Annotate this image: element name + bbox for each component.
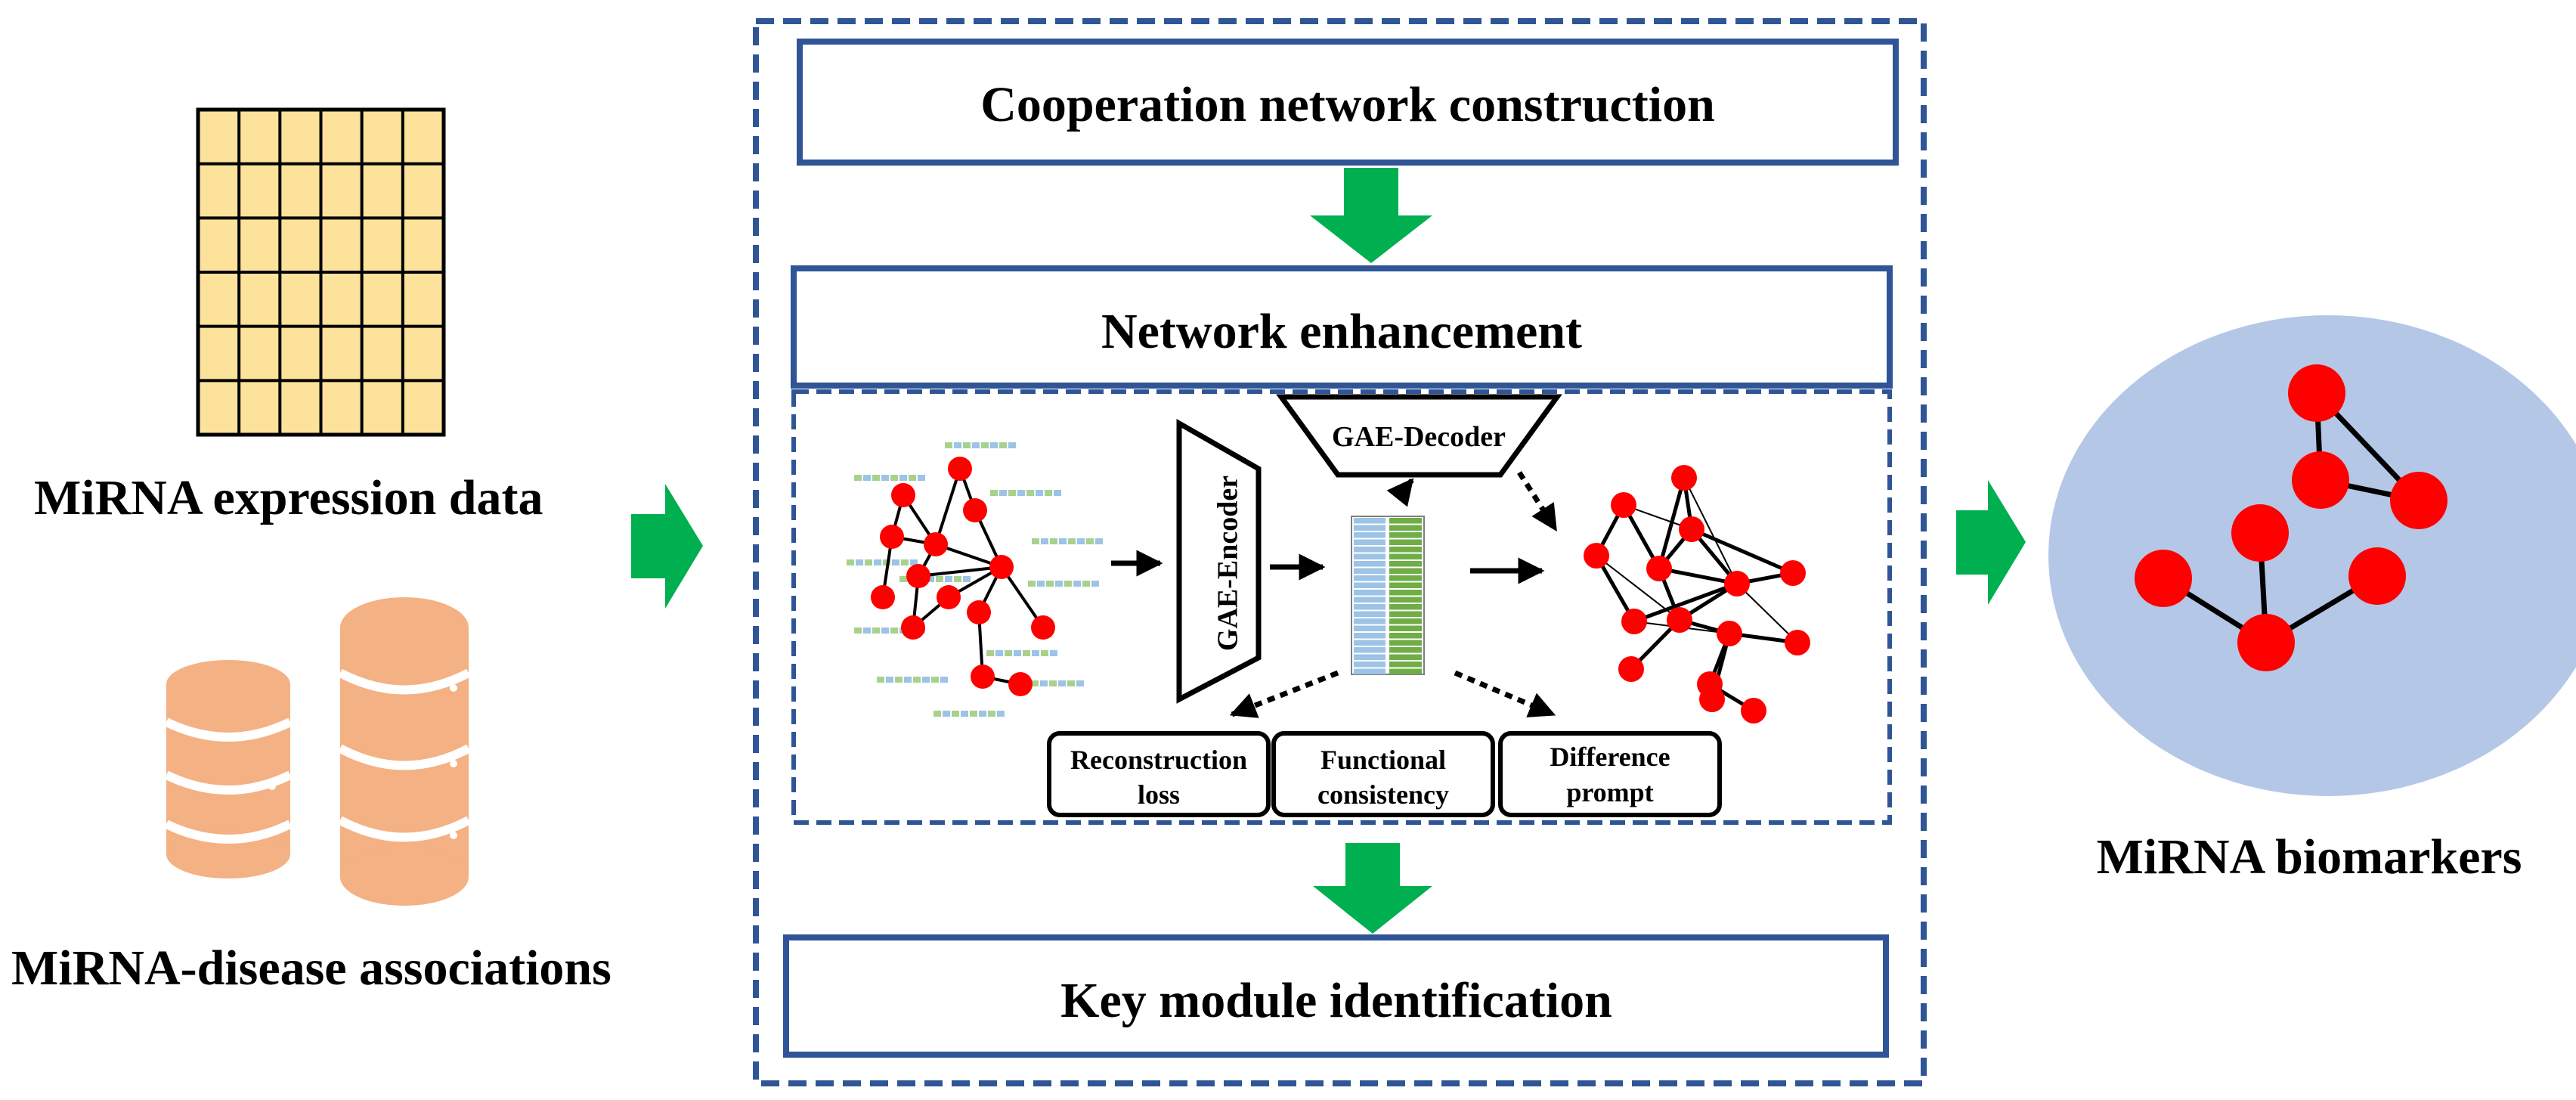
down-arrow-icon — [1310, 168, 1432, 263]
graph-node — [1724, 571, 1750, 596]
graph-node — [1780, 560, 1806, 586]
graph-node — [971, 665, 995, 689]
decoder-label: GAE-Decoder — [1332, 421, 1506, 453]
enhancement-detail-frame — [791, 389, 1892, 825]
graph-node — [891, 483, 915, 507]
functional-line2: consistency — [1317, 779, 1449, 810]
enhanced-graph-icon — [1584, 465, 1810, 724]
gae-encoder: GAE-Encoder — [1176, 418, 1262, 704]
graph-node — [2292, 451, 2349, 509]
graph-node — [1785, 630, 1810, 655]
reconstruction-line1: Reconstruction — [1070, 745, 1247, 775]
step3-label: Key module identification — [1060, 973, 1612, 1028]
difference-line1: Difference — [1550, 742, 1670, 772]
graph-node — [1611, 492, 1636, 518]
gae-decoder: GAE-Decoder — [1276, 394, 1562, 478]
expression-matrix-icon — [196, 107, 446, 437]
dotted-arrows — [1229, 471, 1558, 718]
graph-node — [2231, 504, 2289, 562]
graph-node — [1008, 672, 1033, 696]
graph-node — [1621, 609, 1647, 634]
reconstruction-line2: loss — [1138, 779, 1180, 810]
graph-node — [2348, 547, 2406, 605]
graph-node — [2288, 364, 2345, 422]
biomarker-module-icon — [2048, 315, 2576, 796]
input-arrow-icon — [631, 484, 703, 609]
biomarkers-label: MiRNA biomarkers — [2097, 829, 2522, 885]
graph-node — [1618, 656, 1644, 682]
graph-node — [967, 600, 991, 624]
graph-node — [2390, 472, 2448, 529]
graph-node — [937, 585, 961, 609]
graph-node — [1741, 698, 1766, 724]
step-key-module: Key module identification — [783, 934, 1889, 1058]
graph-node — [901, 615, 925, 640]
graph-node — [880, 525, 904, 549]
step2-label: Network enhancement — [1101, 304, 1582, 359]
graph-node — [1646, 556, 1672, 581]
input-graph-icon — [847, 442, 1103, 717]
graph-node — [948, 457, 972, 481]
difference-prompt-box: Difference prompt — [1498, 731, 1722, 817]
embedding-matrix-icon — [1351, 516, 1425, 675]
graph-node — [1679, 516, 1704, 542]
graph-node — [1584, 543, 1609, 569]
output-arrow-icon — [1956, 480, 2026, 605]
functional-consistency-box: Functional consistency — [1271, 731, 1495, 817]
down-arrow-icon-2 — [1313, 843, 1432, 934]
graph-node — [1717, 621, 1742, 646]
difference-line2: prompt — [1566, 777, 1653, 807]
graph-node — [1699, 686, 1725, 712]
graph-node — [1671, 465, 1697, 491]
reconstruction-loss-box: Reconstruction loss — [1047, 731, 1271, 817]
graph-node — [963, 498, 987, 522]
framework-outer-frame — [753, 18, 1927, 1086]
graph-node — [989, 555, 1014, 579]
graph-node — [871, 585, 895, 609]
database-icon — [164, 597, 471, 906]
functional-line1: Functional — [1321, 745, 1446, 775]
graph-node — [906, 564, 930, 588]
graph-node — [2135, 550, 2192, 607]
step-network-enhancement: Network enhancement — [791, 265, 1893, 389]
step1-label: Cooperation network construction — [980, 77, 1715, 132]
graph-node — [924, 532, 948, 556]
disease-associations-label: MiRNA-disease associations — [11, 940, 611, 996]
expression-data-label: MiRNA expression data — [34, 470, 543, 525]
step-cooperation-network: Cooperation network construction — [797, 39, 1899, 166]
graph-node — [1031, 615, 1055, 640]
graph-node — [2237, 614, 2295, 671]
encoder-label: GAE-Encoder — [1212, 476, 1244, 651]
graph-node — [1667, 607, 1692, 633]
